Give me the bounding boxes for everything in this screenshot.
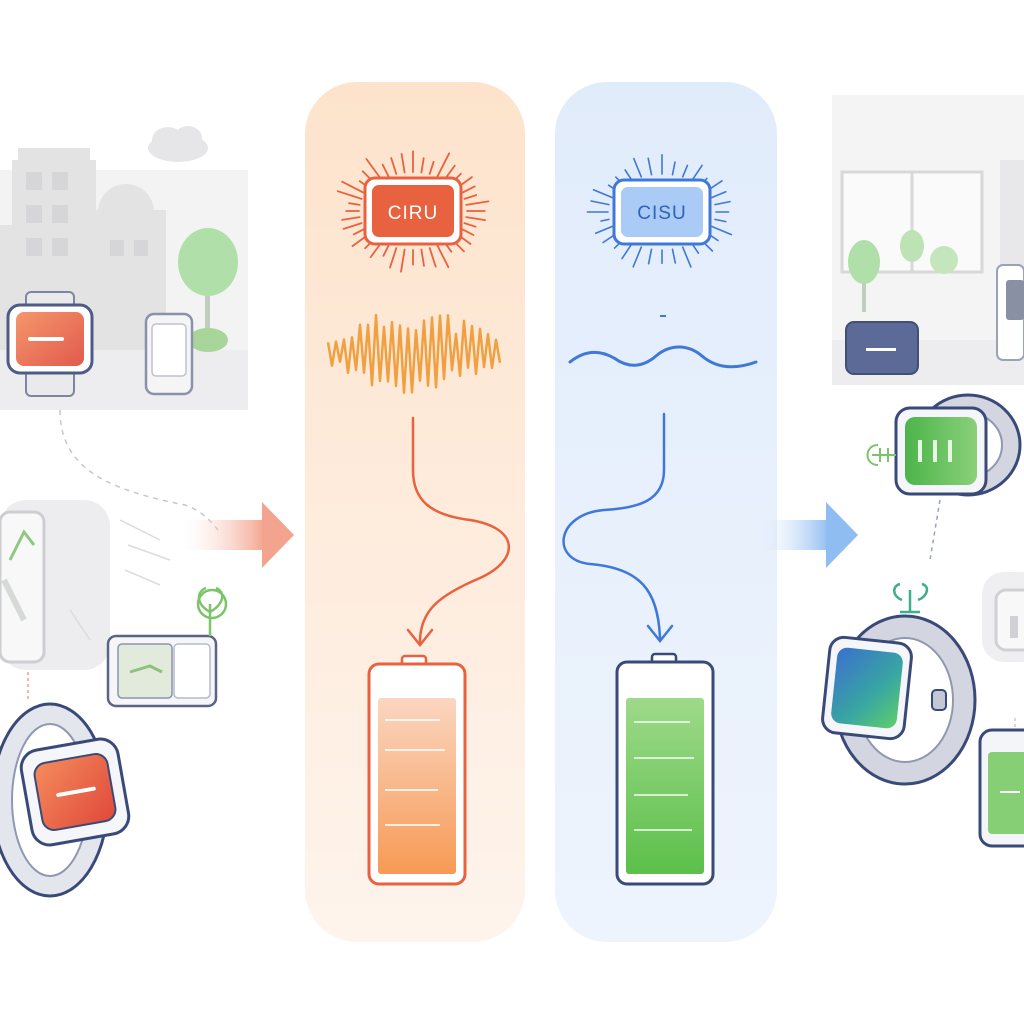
ray-line — [632, 246, 643, 268]
smartwatch-icon — [0, 702, 131, 898]
ray-line — [600, 218, 610, 222]
smartwatch-icon — [821, 614, 977, 786]
hot-chip-label: CIRU — [388, 203, 438, 224]
right-dashed-connector — [929, 499, 941, 561]
ray-line — [592, 189, 613, 199]
hot-panel — [305, 82, 525, 942]
right-room-scene — [832, 95, 1024, 385]
ray-line — [381, 163, 390, 178]
ray-line — [352, 227, 366, 236]
hot-flow-arrow — [406, 416, 510, 648]
ray-line — [400, 248, 406, 273]
sprout-icon — [893, 582, 929, 614]
cpu-chip-hot: CIRU — [336, 150, 490, 273]
tree-icon — [178, 228, 238, 352]
cool-chip-label: CISU — [637, 203, 686, 224]
sprout-icon — [196, 586, 228, 636]
ray-line — [711, 190, 727, 199]
signal-icon — [866, 444, 896, 466]
ray-line — [711, 225, 733, 236]
cool-flow-arrow — [562, 412, 674, 644]
arrow-right-icon — [185, 502, 294, 568]
ray-line — [436, 152, 451, 178]
ray-line — [336, 190, 363, 200]
ray-line — [691, 164, 703, 182]
jagged-wave — [326, 313, 502, 394]
ray-line — [428, 160, 435, 175]
ray-line — [389, 247, 398, 269]
ray-line — [681, 164, 689, 178]
ray-line — [681, 246, 692, 268]
left-dashed-connector — [59, 409, 219, 531]
ray-line — [341, 180, 366, 195]
ray-line — [460, 227, 475, 236]
ray-line — [594, 225, 613, 235]
cpu-chip-cool: CISU — [586, 154, 733, 268]
ray-line — [341, 216, 361, 221]
arrow-right-icon — [760, 502, 858, 568]
ray-line — [463, 222, 477, 228]
ray-line — [420, 248, 425, 267]
left-city-scene — [0, 126, 248, 410]
ray-line — [428, 247, 437, 268]
smartwatch-icon — [6, 291, 94, 397]
wall-socket — [982, 572, 1024, 662]
ray-line — [632, 157, 643, 178]
ray-line — [342, 222, 363, 230]
ray-line — [590, 200, 610, 206]
motion-lines — [69, 519, 171, 641]
phone-icon — [978, 718, 1024, 848]
cloud-icon — [148, 126, 208, 162]
battery-icon — [615, 652, 715, 886]
ray-line — [621, 242, 633, 260]
ray-line — [465, 216, 487, 222]
ray-line — [400, 152, 406, 174]
tree-icon — [848, 230, 958, 312]
ray-line — [465, 200, 490, 206]
smartwatch-icon — [894, 393, 1022, 497]
ray-line — [671, 161, 676, 176]
battery-icon — [367, 654, 467, 886]
cool-panel — [555, 82, 777, 942]
ray-line — [714, 200, 731, 206]
smooth-wave — [568, 345, 758, 369]
ray-line — [365, 158, 383, 181]
ray-line — [420, 157, 425, 174]
ray-line — [647, 157, 653, 176]
ray-line — [647, 248, 653, 265]
ray-line — [460, 185, 476, 195]
ray-line — [390, 157, 398, 175]
ray-line — [714, 218, 727, 223]
phone-icon — [144, 312, 194, 396]
charger-device — [106, 634, 218, 708]
ray-line — [671, 248, 677, 264]
ray-line — [463, 194, 478, 200]
ray-line — [382, 244, 390, 257]
ray-line — [436, 244, 450, 269]
left-device-faded — [0, 500, 110, 670]
ray-line — [348, 202, 361, 206]
